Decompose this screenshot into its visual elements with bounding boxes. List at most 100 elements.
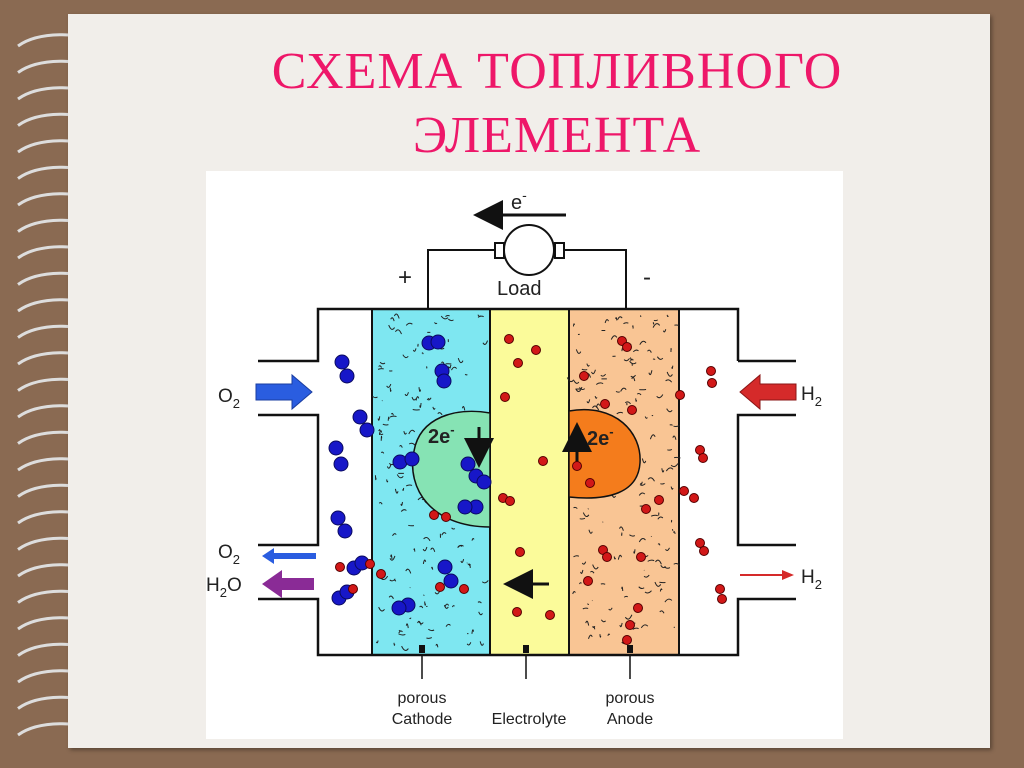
pore-mark — [445, 314, 450, 317]
pore-mark — [393, 642, 396, 646]
pore-mark — [388, 595, 394, 600]
pore-mark — [572, 591, 576, 595]
pore-mark — [389, 415, 397, 418]
pore-mark — [378, 606, 385, 612]
pore-mark — [655, 559, 662, 565]
pore-mark — [648, 370, 653, 376]
pore-mark — [623, 595, 628, 598]
oxygen-atom — [436, 373, 452, 389]
pore-mark — [400, 501, 403, 506]
pore-mark — [405, 568, 412, 574]
load-motor-icon — [503, 224, 555, 276]
pore-mark — [457, 357, 464, 364]
oxygen-atom — [359, 422, 375, 438]
pore-mark — [582, 512, 590, 518]
pore-mark — [641, 458, 647, 464]
pore-mark — [647, 349, 652, 353]
load-label: Load — [497, 278, 542, 300]
hydrogen-atom — [572, 461, 582, 471]
pore-mark — [451, 605, 455, 608]
pore-mark — [380, 451, 385, 454]
hydrogen-atom — [689, 493, 699, 503]
pore-mark — [412, 348, 417, 352]
h2-outlet-arrow-head — [782, 570, 794, 580]
pore-mark — [640, 481, 643, 485]
o2-outlet-arrow — [262, 548, 316, 564]
pore-mark — [621, 586, 624, 592]
h2-outlet-label: H2 — [801, 567, 822, 592]
pore-mark — [666, 408, 673, 413]
pore-mark — [592, 564, 599, 570]
pore-mark — [467, 563, 471, 566]
pore-mark — [674, 456, 681, 459]
pore-mark — [590, 570, 595, 574]
pore-mark — [471, 537, 475, 541]
pore-mark — [393, 313, 400, 319]
pore-mark — [408, 442, 416, 446]
pore-mark — [581, 368, 588, 371]
hydrogen-atom — [636, 552, 646, 562]
pore-mark — [398, 633, 406, 636]
pore-mark — [644, 590, 652, 594]
hydrogen-atom — [695, 538, 705, 548]
pore-mark — [632, 349, 639, 353]
hydrogen-atom — [622, 635, 632, 645]
pore-mark — [389, 578, 396, 582]
hydrogen-atom — [512, 607, 522, 617]
pore-mark — [639, 483, 646, 486]
pore-mark — [418, 387, 422, 392]
pore-mark — [640, 624, 649, 629]
o2-inlet-arrow — [255, 373, 313, 411]
pore-mark — [378, 365, 383, 368]
pore-mark — [415, 396, 420, 401]
pore-mark — [405, 623, 409, 629]
pore-mark — [619, 526, 624, 531]
hydrogen-atom — [602, 552, 612, 562]
pore-mark — [586, 363, 590, 367]
hydrogen-atom — [429, 510, 439, 520]
cathode-label-line2: Cathode — [392, 711, 453, 728]
pore-mark — [610, 335, 618, 340]
hydrogen-atom — [335, 562, 345, 572]
pore-mark — [579, 582, 582, 585]
pore-mark — [445, 623, 451, 627]
pore-mark — [600, 373, 607, 377]
pore-mark — [386, 464, 392, 469]
hydrogen-atom — [633, 603, 643, 613]
anode-label-line2: Anode — [607, 711, 653, 728]
hydrogen-atom — [365, 559, 375, 569]
pore-mark — [595, 382, 604, 385]
oxygen-atom — [430, 334, 446, 350]
load-terminal-left — [494, 242, 505, 259]
pore-mark — [647, 477, 655, 482]
pore-mark — [604, 319, 609, 324]
pore-mark — [377, 416, 381, 421]
oxygen-atom — [476, 474, 492, 490]
pore-mark — [405, 322, 413, 326]
pore-mark — [424, 601, 426, 606]
hydrogen-atom — [579, 371, 589, 381]
pore-mark — [607, 633, 611, 636]
pore-mark — [575, 386, 583, 393]
oxygen-atom — [334, 354, 350, 370]
pore-mark — [581, 561, 587, 565]
hydrogen-atom — [679, 486, 689, 496]
pore-mark — [629, 534, 636, 537]
pore-mark — [654, 581, 662, 587]
pore-mark — [423, 536, 431, 542]
pore-mark — [575, 349, 582, 354]
pore-mark — [435, 643, 439, 648]
pore-mark — [422, 546, 428, 552]
oxygen-atom — [328, 440, 344, 456]
pore-mark — [615, 390, 620, 393]
pore-mark — [617, 554, 622, 560]
pore-mark — [400, 509, 407, 512]
pore-mark — [375, 640, 379, 644]
pore-mark — [629, 357, 633, 361]
pore-mark — [615, 317, 618, 321]
pore-mark — [613, 556, 616, 560]
oxygen-atom — [443, 573, 459, 589]
hydrogen-atom — [698, 453, 708, 463]
pore-mark — [638, 492, 646, 496]
pore-mark — [482, 340, 489, 345]
